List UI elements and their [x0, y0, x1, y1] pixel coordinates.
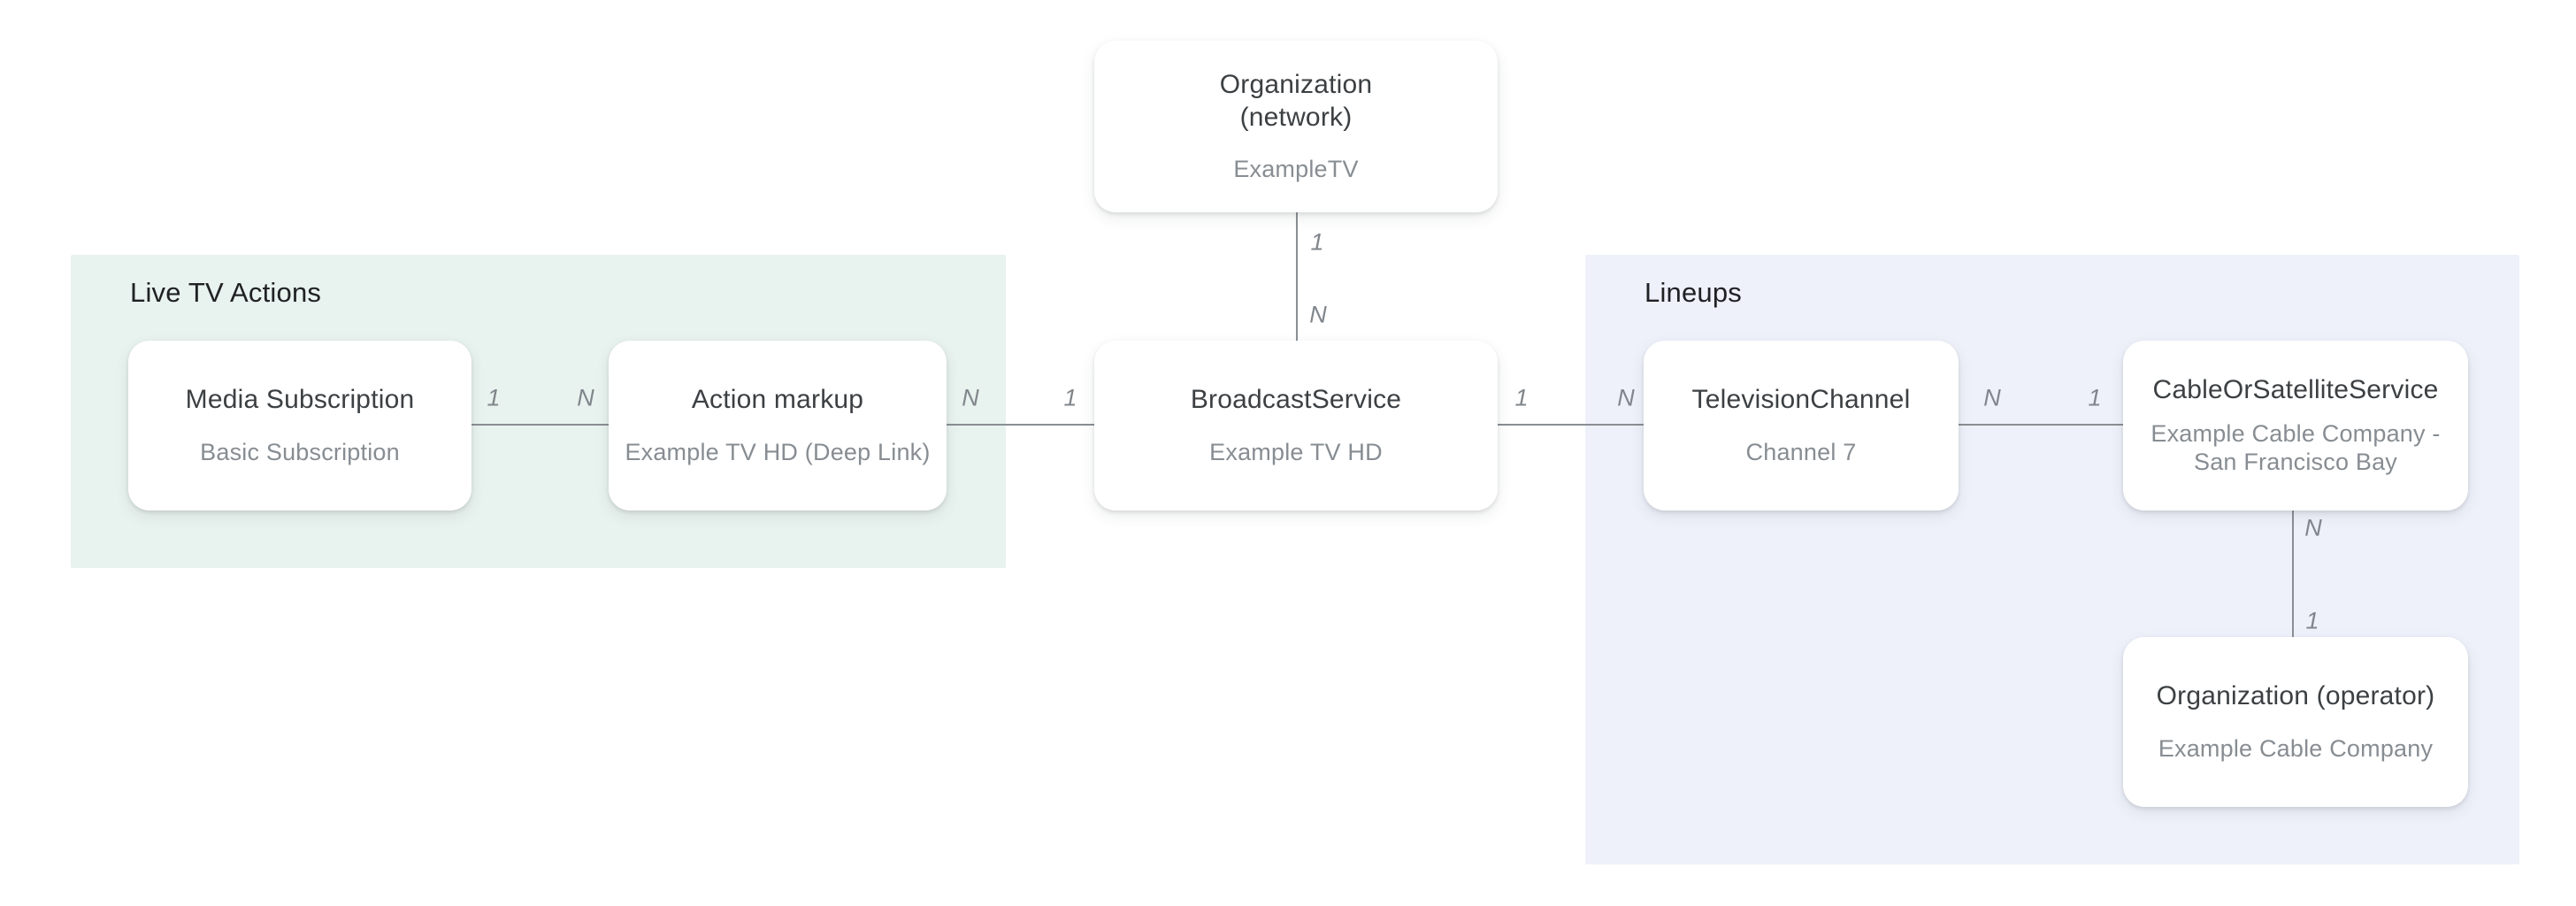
cardinality-label: 1: [2305, 607, 2319, 634]
node-cable-or-satellite-service: CableOrSatelliteService Example Cable Co…: [2123, 341, 2468, 511]
cardinality-label: 1: [2088, 384, 2102, 411]
cardinality-label: N: [577, 384, 594, 411]
cardinality-label: N: [1617, 384, 1635, 411]
node-subtitle: Example TV HD (Deep Link): [625, 438, 931, 465]
node-title: Media Subscription: [185, 385, 415, 415]
cardinality-label: 1: [1310, 228, 1324, 256]
node-title: TelevisionChannel: [1691, 385, 1911, 415]
cardinality-label: 1: [487, 384, 501, 411]
node-title: Organization (operator): [2156, 681, 2435, 711]
node-organization-network: Organization (network) ExampleTV: [1094, 41, 1498, 212]
cardinality-label: N: [2304, 514, 2322, 541]
connector-mediasubscription-to-actionmarkup: [472, 424, 609, 426]
connector-network-to-broadcastservice: [1296, 212, 1298, 341]
cardinality-label: N: [962, 384, 979, 411]
node-title: Action markup: [691, 385, 864, 415]
node-broadcast-service: BroadcastService Example TV HD: [1094, 341, 1498, 511]
node-subtitle: ExampleTV: [1233, 156, 1359, 183]
node-subtitle: Example Cable Company: [2158, 734, 2434, 762]
connector-cableorsatelliteservice-to-operator: [2292, 511, 2294, 637]
node-title: CableOrSatelliteService: [2152, 374, 2439, 404]
node-subtitle: Basic Subscription: [200, 438, 400, 465]
connector-televisionchannel-to-cableorsatelliteservice: [1959, 424, 2123, 426]
cardinality-label: N: [1983, 384, 2001, 411]
cardinality-label: 1: [1063, 384, 1077, 411]
node-organization-operator: Organization (operator) Example Cable Co…: [2123, 637, 2468, 807]
cardinality-label: N: [1309, 301, 1327, 328]
node-television-channel: TelevisionChannel Channel 7: [1644, 341, 1959, 511]
node-subtitle: Example Cable Company - San Francisco Ba…: [2150, 419, 2441, 476]
node-subtitle: Channel 7: [1745, 438, 1857, 465]
node-subtitle: Example TV HD: [1209, 438, 1383, 465]
region-title-lineups: Lineups: [1644, 277, 1742, 308]
connector-actionmarkup-to-broadcastservice: [947, 424, 1094, 426]
connector-broadcastservice-to-televisionchannel: [1498, 424, 1644, 426]
cardinality-label: 1: [1514, 384, 1529, 411]
node-action-markup: Action markup Example TV HD (Deep Link): [609, 341, 947, 511]
node-title: BroadcastService: [1190, 385, 1402, 415]
node-title: Organization (network): [1219, 69, 1373, 132]
region-title-live-tv-actions: Live TV Actions: [130, 277, 322, 308]
node-media-subscription: Media Subscription Basic Subscription: [128, 341, 472, 511]
